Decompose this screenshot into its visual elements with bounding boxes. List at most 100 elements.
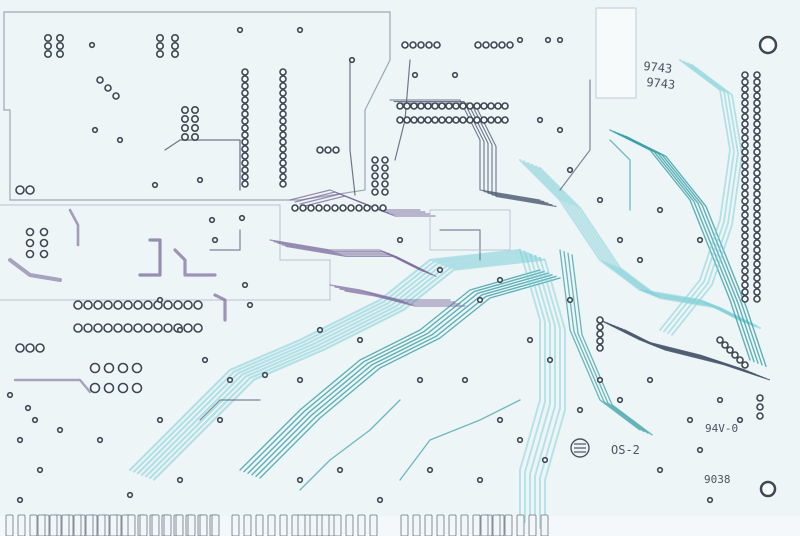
solder-pad: [193, 300, 203, 310]
solder-pad: [445, 102, 453, 110]
solder-pad: [753, 99, 761, 107]
solder-pad: [753, 197, 761, 205]
copper-trace: [199, 399, 261, 421]
edge-finger: [321, 514, 330, 536]
outline-block-left: [3, 11, 391, 201]
solder-pad: [721, 341, 729, 349]
copper-trace: [609, 139, 631, 211]
solder-pad: [279, 124, 287, 132]
solder-pad: [496, 416, 504, 424]
solder-pad: [156, 416, 164, 424]
solder-pad: [741, 361, 749, 369]
edge-finger: [29, 514, 38, 536]
solder-pad: [279, 173, 287, 181]
edge-finger: [139, 514, 148, 536]
edge-finger: [460, 514, 469, 536]
solder-pad: [501, 116, 509, 124]
solder-pad: [596, 316, 604, 324]
solder-pad: [96, 76, 104, 84]
solder-pad: [741, 113, 749, 121]
solder-pad: [241, 138, 249, 146]
solder-pad: [433, 41, 441, 49]
solder-pad: [279, 145, 287, 153]
solder-pad: [25, 249, 35, 259]
solder-pad: [381, 164, 389, 172]
solder-pad: [39, 227, 49, 237]
solder-pad: [741, 183, 749, 191]
solder-pad: [126, 491, 134, 499]
solder-pad: [506, 41, 514, 49]
solder-pad: [576, 406, 584, 414]
solder-pad: [753, 232, 761, 240]
solder-pad: [753, 281, 761, 289]
solder-pad: [736, 416, 744, 424]
solder-pad: [103, 323, 113, 333]
solder-pad: [544, 36, 552, 44]
copper-trace: [132, 250, 526, 473]
mounting-hole-top-right: [758, 35, 778, 55]
solder-pad: [156, 33, 165, 42]
solder-pad: [501, 102, 509, 110]
copper-trace: [524, 251, 546, 523]
solder-pad: [261, 371, 269, 379]
solder-pad: [474, 41, 482, 49]
solder-pad: [753, 127, 761, 135]
copper-trace: [663, 60, 735, 333]
solder-pad: [753, 134, 761, 142]
solder-pad: [494, 116, 502, 124]
solder-pad: [324, 146, 332, 154]
solder-pad: [741, 225, 749, 233]
solder-pad: [133, 300, 143, 310]
solder-pad: [201, 356, 209, 364]
copper-trace: [393, 101, 545, 203]
solder-pad: [347, 204, 355, 212]
solder-pad: [173, 300, 183, 310]
solder-pad: [636, 256, 644, 264]
solder-pad: [753, 148, 761, 156]
solder-pad: [741, 92, 749, 100]
solder-pad: [116, 136, 124, 144]
solder-pad: [753, 288, 761, 296]
solder-pad: [156, 41, 165, 50]
edge-finger: [309, 514, 318, 536]
solder-pad: [466, 102, 474, 110]
solder-pad: [736, 356, 744, 364]
solder-pad: [696, 446, 704, 454]
solder-pad: [246, 301, 254, 309]
solder-pad: [332, 146, 340, 154]
solder-pad: [208, 216, 216, 224]
solder-pad: [741, 232, 749, 240]
solder-pad: [371, 204, 379, 212]
solder-pad: [696, 236, 704, 244]
edge-finger: [528, 514, 537, 536]
solder-pad: [546, 356, 554, 364]
solder-pad: [756, 412, 764, 420]
solder-pad: [39, 249, 49, 259]
copper-trace: [529, 253, 551, 525]
solder-pad: [466, 116, 474, 124]
solder-pad: [536, 116, 544, 124]
solder-pad: [15, 185, 25, 195]
copper-trace: [563, 250, 645, 433]
solder-pad: [753, 225, 761, 233]
edge-finger: [5, 514, 14, 536]
solder-pad: [753, 253, 761, 261]
solder-pad: [89, 362, 101, 374]
solder-pad: [438, 102, 446, 110]
solder-pad: [43, 33, 52, 42]
solder-pad: [133, 323, 143, 333]
solder-pad: [279, 166, 287, 174]
solder-pad: [371, 188, 379, 196]
solder-pad: [379, 204, 387, 212]
solder-pad: [424, 102, 432, 110]
solder-pad: [6, 391, 14, 399]
solder-pad: [123, 323, 133, 333]
solder-pad: [426, 466, 434, 474]
solder-pad: [596, 323, 604, 331]
solder-pad: [473, 102, 481, 110]
solder-pad: [459, 116, 467, 124]
copper-trace: [164, 139, 241, 191]
edge-finger: [412, 514, 421, 536]
solder-pad: [741, 281, 749, 289]
